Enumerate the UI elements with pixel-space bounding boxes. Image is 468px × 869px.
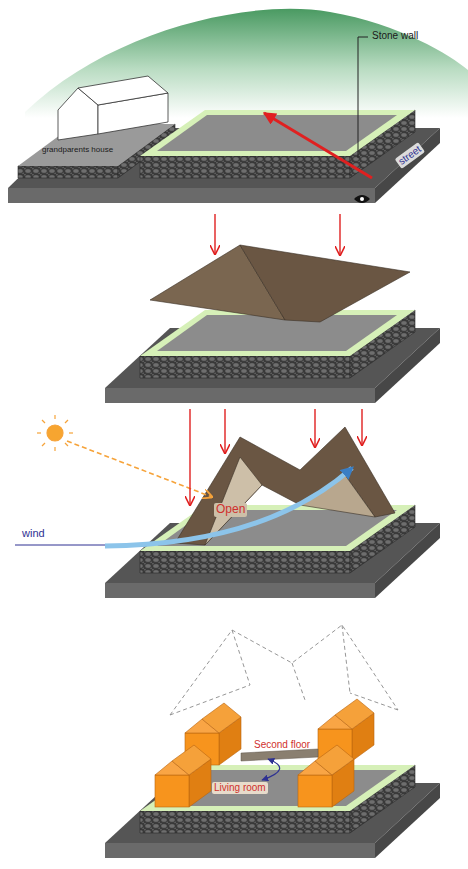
eye-symbol (354, 195, 370, 203)
wind-line (15, 545, 112, 546)
eye-symbol (360, 197, 364, 201)
panel-volumes (105, 625, 440, 858)
panel-roof (140, 310, 415, 378)
eye-symbol (354, 195, 370, 203)
grandparents-platform (18, 166, 118, 178)
floor-label: Second floor (254, 739, 310, 751)
panel-volumes (318, 699, 374, 761)
press-arrow (224, 409, 225, 453)
sun-symbol (65, 420, 68, 423)
press-arrow (314, 409, 315, 447)
dashed-roof-outline (342, 625, 350, 693)
grandparents-house-outline (58, 76, 168, 140)
sun-symbol (47, 425, 63, 441)
grandparents-house-outline (78, 76, 168, 105)
sun-symbol (37, 432, 41, 433)
house-label: grandparents house (42, 145, 113, 154)
sun-symbol (42, 420, 45, 423)
sun-symbol (54, 447, 55, 451)
panel-roof (105, 214, 440, 403)
panel-volumes (298, 745, 354, 807)
approach-arrow (264, 113, 372, 178)
sun-symbol (37, 415, 73, 451)
leader-line (358, 37, 368, 158)
room-label: Living room (212, 782, 268, 794)
sun-symbol (54, 415, 55, 419)
roof-plane (150, 245, 410, 322)
press-arrow (339, 214, 340, 255)
sun-symbol (42, 443, 45, 446)
dashed-roof-outline (292, 663, 305, 700)
second-floor-slab (241, 749, 318, 761)
sun-symbol (69, 432, 73, 433)
open-label: Open (214, 503, 247, 517)
dashed-roof-outline (232, 630, 250, 685)
press-arrow (361, 409, 362, 445)
ground-slab (8, 188, 375, 203)
press-arrow (189, 409, 190, 505)
panel-site (8, 9, 468, 203)
wind-label: wind (22, 527, 45, 540)
dashed-roof-outline (170, 625, 398, 715)
wall-label: Stone wall (372, 30, 418, 42)
panel-site (140, 110, 415, 178)
press-arrow (214, 214, 215, 254)
dashed-roof-outline (170, 685, 250, 715)
street-label: street (395, 142, 425, 168)
sun-symbol (65, 443, 68, 446)
level-link-arrow (262, 759, 280, 780)
panel-folded-roof (15, 409, 440, 598)
dashed-roof-outline (170, 625, 398, 715)
panel-volumes (155, 745, 211, 807)
wind-flow (105, 468, 352, 546)
roof-plane (240, 245, 410, 322)
